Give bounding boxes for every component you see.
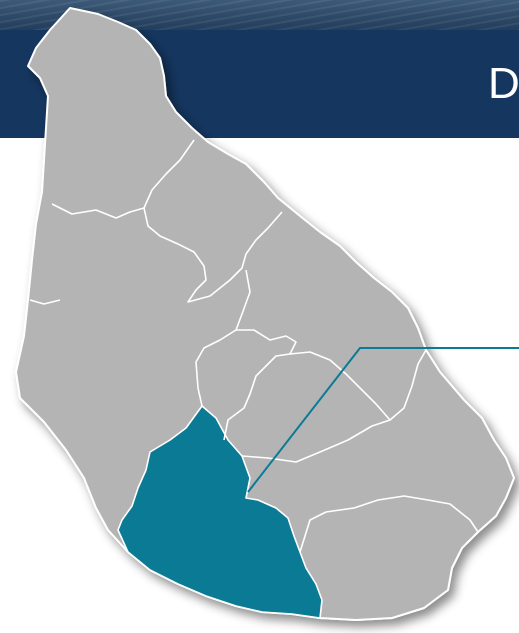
island-outline [15, 7, 515, 621]
border-central [195, 269, 251, 407]
header-title: D [488, 59, 519, 108]
border-south [299, 495, 479, 553]
border-west [29, 299, 61, 305]
border-inner [289, 349, 427, 421]
border-north [51, 139, 195, 219]
border-central-2 [223, 329, 297, 441]
border-east [241, 419, 391, 463]
highlighted-region [117, 405, 323, 619]
leader-line [247, 347, 519, 493]
border-north-east [143, 207, 283, 303]
